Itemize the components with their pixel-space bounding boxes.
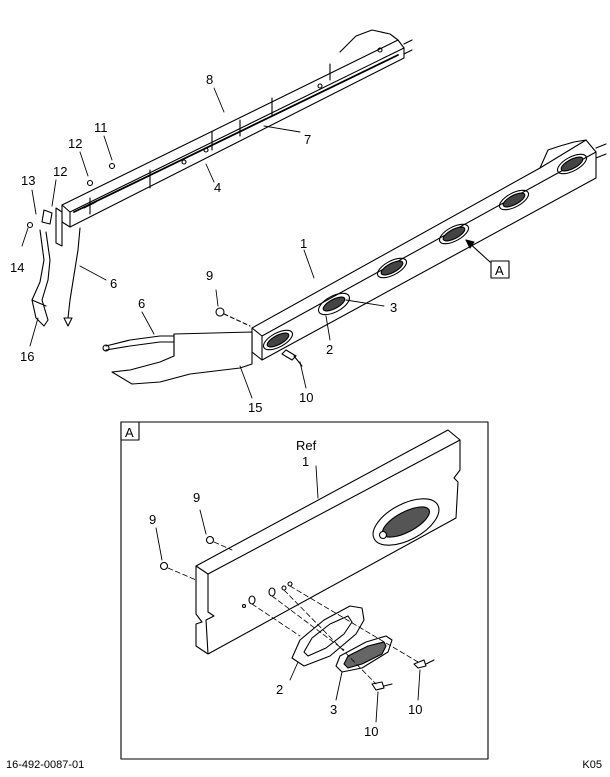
detail-callout-2: 2 [276, 682, 283, 697]
detail-ref-label: Ref [296, 438, 317, 453]
detail-callout-9-upper: 9 [193, 490, 200, 505]
leader-lines [21, 87, 385, 399]
callout-8: 8 [206, 72, 213, 87]
harness-15 [102, 331, 253, 385]
assembly-lines [167, 541, 419, 685]
detail-callout-9-lower: 9 [149, 512, 156, 527]
lamp-rail [251, 139, 607, 361]
callout-9: 9 [206, 268, 213, 283]
callout-15: 15 [248, 400, 262, 415]
harness-lead [67, 227, 81, 319]
detail-leader-lines [155, 465, 421, 723]
detail-rail [195, 429, 461, 655]
drawing-number: 16-492-0087-01 [6, 759, 85, 771]
detail-callout-3: 3 [330, 702, 337, 717]
callout-4: 4 [214, 180, 221, 195]
detail-screws [371, 659, 435, 691]
bracket-hardware [26, 162, 116, 247]
callout-11: 11 [94, 120, 108, 135]
callout-12-upper: 12 [68, 136, 82, 151]
callout-13: 13 [21, 173, 35, 188]
callout-6-upper: 6 [110, 276, 117, 291]
callout-1: 1 [300, 236, 307, 251]
drawing-code: K05 [582, 759, 602, 771]
nut-9 [215, 307, 251, 327]
detail-callout-1: 1 [302, 454, 309, 469]
callout-10: 10 [299, 390, 313, 405]
screw-10 [281, 349, 303, 367]
callout-7: 7 [304, 132, 311, 147]
callout-3: 3 [390, 300, 397, 315]
detail-callout-10-left: 10 [364, 724, 378, 739]
detail-frame-label: A [125, 425, 134, 440]
callout-16: 16 [20, 349, 34, 364]
upper-wiring-rail [61, 29, 413, 228]
callout-2: 2 [326, 342, 333, 357]
detail-nut-a [205, 535, 215, 545]
bracket-16 [31, 229, 51, 327]
view-flag-box [490, 260, 510, 279]
detail-gasket [291, 605, 365, 667]
detail-nut-b [159, 561, 169, 571]
view-flag-label: A [495, 263, 504, 278]
callout-6-lower: 6 [138, 296, 145, 311]
callout-12-lower: 12 [53, 164, 67, 179]
callout-14: 14 [10, 260, 24, 275]
detail-callout-10-right: 10 [408, 702, 422, 717]
